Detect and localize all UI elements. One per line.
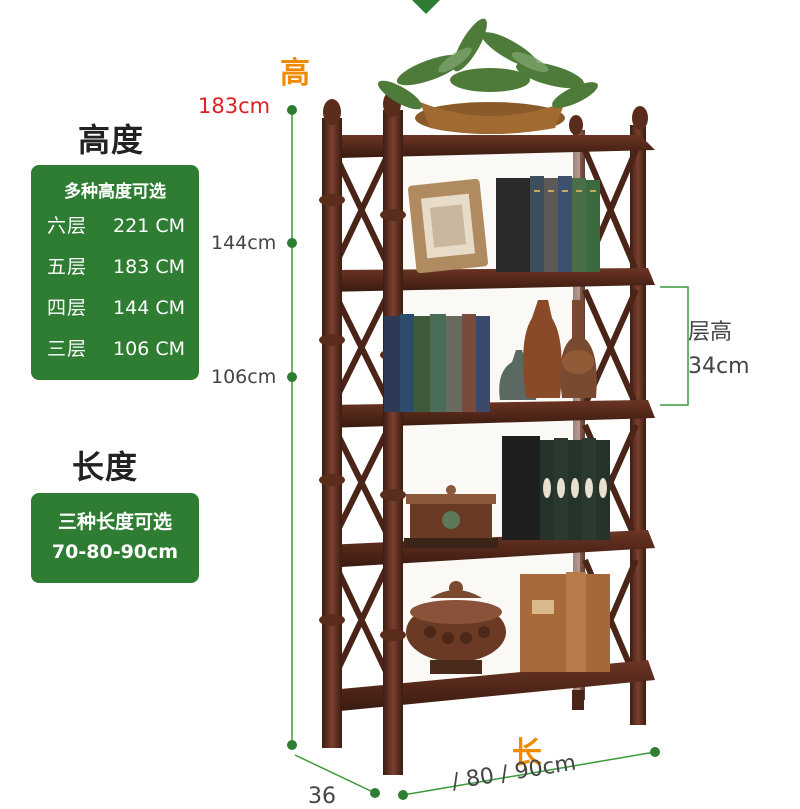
height-option-level: 五层 xyxy=(47,256,88,278)
height-option-row: 五层 183 CM xyxy=(31,247,199,288)
height-heading: 高度 xyxy=(78,121,145,159)
vases xyxy=(499,300,597,400)
books-shelf-2 xyxy=(384,314,490,412)
plant-basket xyxy=(377,18,598,134)
left-x-braces xyxy=(330,148,393,682)
depth-dot xyxy=(370,788,380,798)
height-option-row: 三层 106 CM xyxy=(31,329,199,370)
magazine-files xyxy=(520,572,610,672)
height-options-title: 多种高度可选 xyxy=(64,182,166,202)
carved-pot xyxy=(406,581,506,674)
length-options-values: 70-80-90cm xyxy=(51,541,179,563)
height-option-value: 183 CM xyxy=(113,256,185,278)
length-heading: 长度 xyxy=(72,448,139,486)
layer-height-value: 34cm xyxy=(688,354,750,379)
back-post-right xyxy=(630,125,646,725)
height-option-value: 144 CM xyxy=(113,297,185,319)
height-options-box: 多种高度可选 六层 221 CM 五层 183 CM 四层 144 CM 三层 … xyxy=(31,165,199,380)
decorative-box xyxy=(404,485,498,548)
length-options-title: 三种长度可选 xyxy=(57,511,172,533)
picture-frame xyxy=(407,178,489,274)
dim-dot-106 xyxy=(287,372,297,382)
height-106-label: 106cm xyxy=(211,366,277,388)
height-option-value: 221 CM xyxy=(113,215,185,237)
height-option-level: 三层 xyxy=(47,338,88,360)
front-post-middle xyxy=(380,91,406,775)
dim-dot-144 xyxy=(287,238,297,248)
depth-dimension-line xyxy=(294,754,376,794)
length-marker-label: 长 xyxy=(512,736,542,771)
length-dot-left xyxy=(398,790,408,800)
books-shelf-1 xyxy=(496,176,600,272)
books-shelf-3 xyxy=(502,436,610,540)
height-option-row: 四层 144 CM xyxy=(31,288,199,329)
height-option-level: 六层 xyxy=(47,215,88,237)
dim-dot-183 xyxy=(287,105,297,115)
height-183-label: 183cm xyxy=(198,94,271,118)
length-options-box: 三种长度可选 70-80-90cm xyxy=(31,493,199,583)
length-dot-right xyxy=(650,747,660,757)
layer-height-bracket xyxy=(660,286,689,406)
height-144-label: 144cm xyxy=(211,232,277,254)
layer-height-annotation: 层高 34cm xyxy=(688,316,750,384)
length-dimension-line xyxy=(402,751,656,796)
height-option-value: 106 CM xyxy=(113,338,185,360)
height-marker-label: 高 xyxy=(280,56,310,91)
top-arrow-icon xyxy=(412,0,440,14)
shelves xyxy=(325,135,655,712)
dim-dot-bottom xyxy=(287,740,297,750)
height-option-row: 六层 221 CM xyxy=(31,206,199,247)
layer-height-label: 层高 xyxy=(688,320,733,345)
depth-value-label: 36 xyxy=(308,784,336,809)
height-option-level: 四层 xyxy=(47,297,88,319)
front-post-left xyxy=(319,99,345,748)
